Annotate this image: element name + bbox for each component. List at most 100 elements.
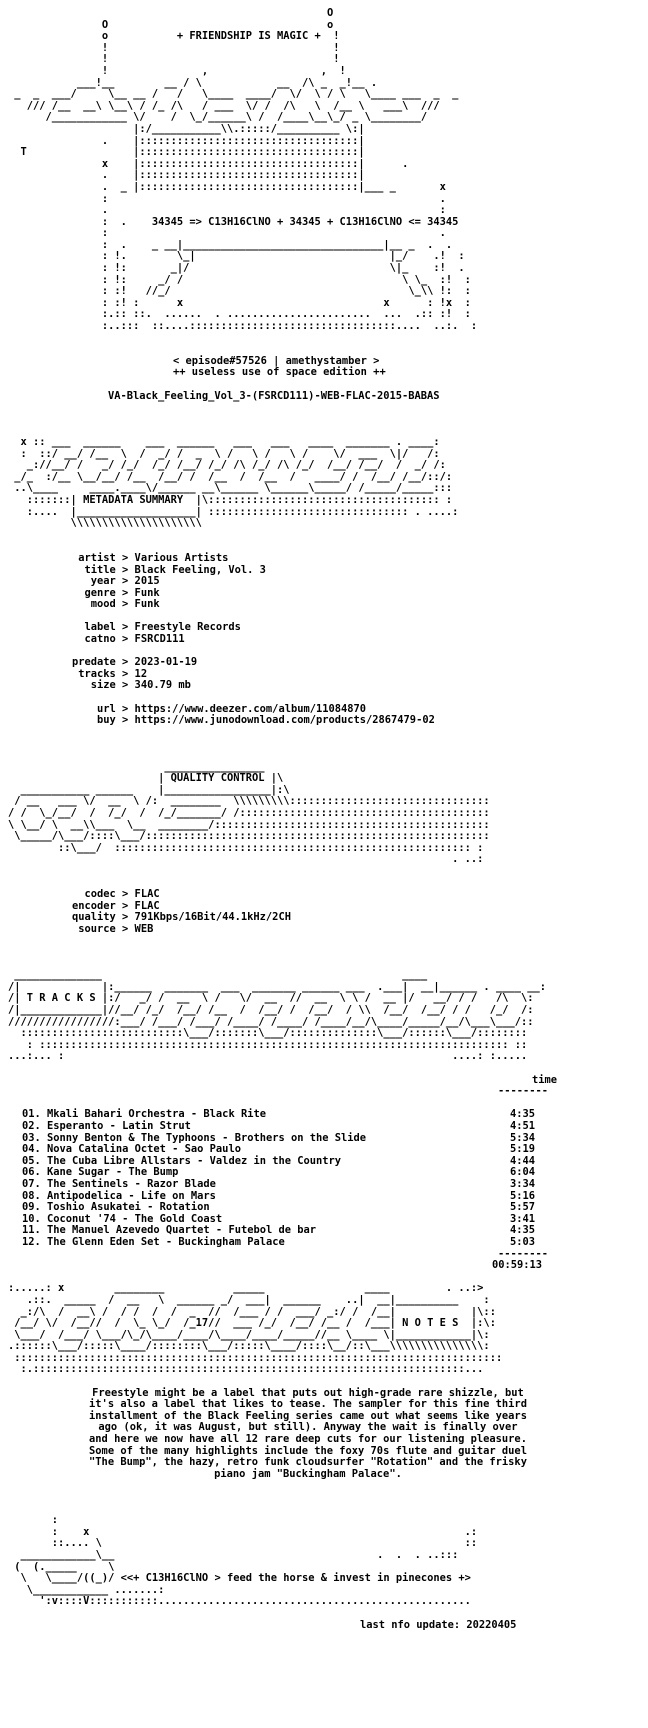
nfo-document: O O o o + FRIENDSHIP IS MAGIC + ! ! ! ! (8, 7, 640, 1631)
metadata-art-line: x :: ___ ______ ___ ______ ___ ___ ____ … (8, 435, 440, 448)
meta-row-quality: quality > 791Kbps/16Bit/44.1kHz/2CH (72, 911, 291, 924)
track-row: 09. Toshio Asukatei - Rotation 5:57 (22, 1201, 535, 1214)
header-art-line: . |:::::::::::::::::::::::::::::::::::| (8, 169, 365, 182)
meta-row-artist: artist > Various Artists (72, 551, 229, 564)
footer-art-line: ::.... \ :: (8, 1537, 478, 1550)
header-art-line: . : (8, 204, 446, 217)
header-art-line: /// /__ __\ \__\ / /_ /\ / ___ \/ / /\ \… (8, 99, 440, 112)
notes-line: and here we now have all 12 rare deep cu… (89, 1433, 527, 1446)
header-art-line: /____________ \/ / \_/______\ / /____\__… (8, 111, 428, 124)
footer-ascii-art: : : x .: ::.... \ :: ____________\__ (8, 1515, 640, 1608)
quality-art-line: \ \__/ \ __\\___ \__ ________/::::::::::… (8, 818, 490, 831)
header-art-line: o + FRIENDSHIP IS MAGIC + ! (8, 30, 340, 43)
tracks-art-line: ::::::::::::::::::::::::::\___/:::::::\_… (8, 1027, 528, 1040)
tracks-art-line: /////////////////:___/ /___/ /___/ /____… (8, 1015, 534, 1028)
tracks-banner: ______________ ____ /| |:______ _______ … (8, 970, 640, 1063)
quality-control-banner: ________________ | QUALITY CONTROL |\ __… (8, 760, 640, 866)
meta-row-year: year > 2015 (72, 575, 160, 588)
header-art-line: ! ! (8, 53, 340, 66)
metadata-art-line: _://__/ / _/ /_/ /_/ /__/ /_/ /\ /_/ /\ … (8, 459, 446, 472)
metadata-art-line: \\\\\\\\\\\\\\\\\\\\\ (8, 517, 202, 530)
header-art-line: : !: _|/ \|_ :! . (8, 262, 465, 275)
meta-row-mood: mood > Funk (72, 598, 160, 611)
header-art-line: : . 34345 => C13H16ClNO + 34345 + C13H16… (8, 215, 459, 228)
meta-row-predate: predate > 2023-01-19 (72, 656, 198, 669)
footer-art-line: \ \____/((_)/ <<+ C13H16ClNO > feed the … (8, 1572, 471, 1585)
meta-row-tracks: tracks > 12 (72, 667, 148, 680)
header-art-line: :.:: ::. ...... . ......................… (8, 308, 471, 321)
meta-row-url: url > https://www.deezer.com/album/11084… (72, 702, 367, 715)
metadata-summary-banner: x :: ___ ______ ___ ______ ___ ___ ____ … (8, 435, 640, 530)
notes-banner: :.....: x ________ _____ ____ . ..:> .::… (8, 1283, 640, 1376)
tracks-time-header: time (532, 1073, 558, 1086)
track-row: 12. The Glenn Eden Set - Buckingham Pala… (22, 1235, 535, 1248)
track-row: 04. Nova Catalina Octet - Sao Paulo 5:19 (22, 1143, 535, 1156)
meta-row-buy: buy > https://www.junodownload.com/produ… (72, 714, 435, 727)
episode-line: < episode#57526 | amethystamber > (173, 354, 380, 367)
notes-line: "The Bump", the hazy, retro funk cloudsu… (89, 1456, 527, 1469)
header-art-line: : . (8, 192, 446, 205)
header-art-line: : . (8, 227, 446, 240)
notes-line: Some of the many highlights include the … (89, 1444, 527, 1457)
quality-art-line: ::\___/ ::::::::::::::::::::::::::::::::… (8, 841, 484, 854)
quality-art-line: ________________ (8, 760, 265, 773)
tracks-total-rule: -------- (498, 1247, 549, 1260)
tracks-art-line: /| T R A C K S |:/ _/ / __ \ / \/ __ // … (8, 992, 534, 1005)
header-art-line: : :! //_/ \_\\ !: : (8, 285, 471, 298)
notes-line: ago (ok, it was August, but still). Anyw… (98, 1421, 518, 1434)
footer-art-line: ':v::::V:::::::::::.....................… (8, 1595, 471, 1608)
track-row: 01. Mkali Bahari Orchestra - Black Rite … (22, 1108, 535, 1121)
meta-row-label: label > Freestyle Records (72, 621, 241, 634)
meta-row-codec: codec > FLAC (72, 888, 160, 901)
meta-row-genre: genre > Funk (72, 586, 160, 599)
track-row: 05. The Cuba Libre Allstars - Valdez in … (22, 1154, 535, 1167)
tracks-art-line: /| |:______ _______ ___ _______ ______ _… (8, 980, 546, 993)
notes-art-line: \___/ /___/ \___/\_/\____/____/\____/___… (8, 1328, 490, 1341)
header-art-line: O (8, 7, 334, 19)
notes-art-line: :.....: x ________ _____ ____ . ..:> (8, 1282, 484, 1295)
metadata-art-line: :.... |___________________| ::::::::::::… (8, 505, 459, 518)
metadata-list: artist > Various Artists title > Black F… (8, 551, 640, 727)
meta-spacer (8, 692, 640, 704)
header-art-line: |:/___________\\.:::::/__________ \:| (8, 122, 365, 135)
header-ascii-art: O O o o + FRIENDSHIP IS MAGIC + ! ! ! ! (8, 7, 640, 333)
tracks-header-rule: -------- (498, 1085, 549, 1098)
header-art-line: . |:::::::::::::::::::::::::::::::::::| (8, 134, 365, 147)
header-art-line: : !. \_| |_/ .! : (8, 250, 465, 263)
track-row: 02. Esperanto - Latin Strut 4:51 (22, 1120, 535, 1132)
track-row: 11. The Manuel Azevedo Quartet - Futebol… (22, 1224, 535, 1237)
track-list: 01. Mkali Bahari Orchestra - Black Rite … (8, 1109, 640, 1248)
footer-art-line: ( (._____ \ (8, 1560, 459, 1573)
tracks-art-line: : ::::::::::::::::::::::::::::::::::::::… (8, 1038, 528, 1051)
header-art-line: . _ |:::::::::::::::::::::::::::::::::::… (8, 180, 446, 193)
meta-row-source: source > WEB (72, 922, 154, 935)
notes-art-line: _:/\ / __\ / / / / / _ // /___ / / ___/ … (8, 1305, 496, 1318)
quality-art-line: | QUALITY CONTROL |\ (8, 772, 284, 785)
header-art-line: ! , , ! (8, 64, 346, 77)
meta-row-size: size > 340.79 mb (72, 679, 191, 692)
meta-row-encoder: encoder > FLAC (72, 899, 160, 912)
edition-line: ++ useless use of space edition ++ (173, 366, 386, 379)
meta-row-catno: catno > FSRCD111 (72, 633, 185, 646)
release-name: VA-Black_Feeling_Vol_3-(FSRCD111)-WEB-FL… (108, 389, 440, 402)
footer-update: last nfo update: 20220405 (360, 1618, 517, 1631)
notes-art-line: :.::::::::::::::::::::::::::::::::::::::… (8, 1363, 484, 1376)
header-art-line: _ _ ___/ \__ __ / / \____ ____/ \/ \ / \… (8, 88, 459, 101)
notes-text: Freestyle might be a label that puts out… (8, 1386, 640, 1481)
footer-art-line: \____________ .......: (8, 1583, 165, 1596)
track-row: 06. Kane Sugar - The Bump 6:04 (22, 1166, 535, 1179)
header-art-line: :..::: ::....:::::::::::::::::::::::::::… (8, 320, 478, 333)
header-art-line: ___!__ __ / \ __ /\ _ _!__ . (8, 76, 378, 89)
quality-art-line: ___________ ______ |_________________|:\ (8, 783, 290, 796)
metadata-art-line: _/_ :/__ \__/__/ /__ /__/ / /__ / /__ / … (8, 470, 453, 483)
track-row: 07. The Sentinels - Razor Blade 3:34 (22, 1177, 535, 1190)
tracks-art-line: ...:... : ....: :..... (8, 1050, 528, 1063)
notes-art-line: /__/ \/ /__// / \_ \_/ /_17// ___ /_/ /_… (8, 1317, 496, 1330)
notes-line: Freestyle might be a label that puts out… (92, 1386, 524, 1399)
quality-art-line: . ..: (8, 853, 484, 866)
header-art-line: : !: _/ / \ \_ :! : (8, 273, 471, 286)
track-row: 03. Sonny Benton & The Typhoons - Brothe… (22, 1131, 535, 1144)
footer-art-line: : x .: (8, 1525, 478, 1538)
notes-art-line: .::. _____ / __ \ ______ _/ ___| ______ … (8, 1293, 490, 1306)
